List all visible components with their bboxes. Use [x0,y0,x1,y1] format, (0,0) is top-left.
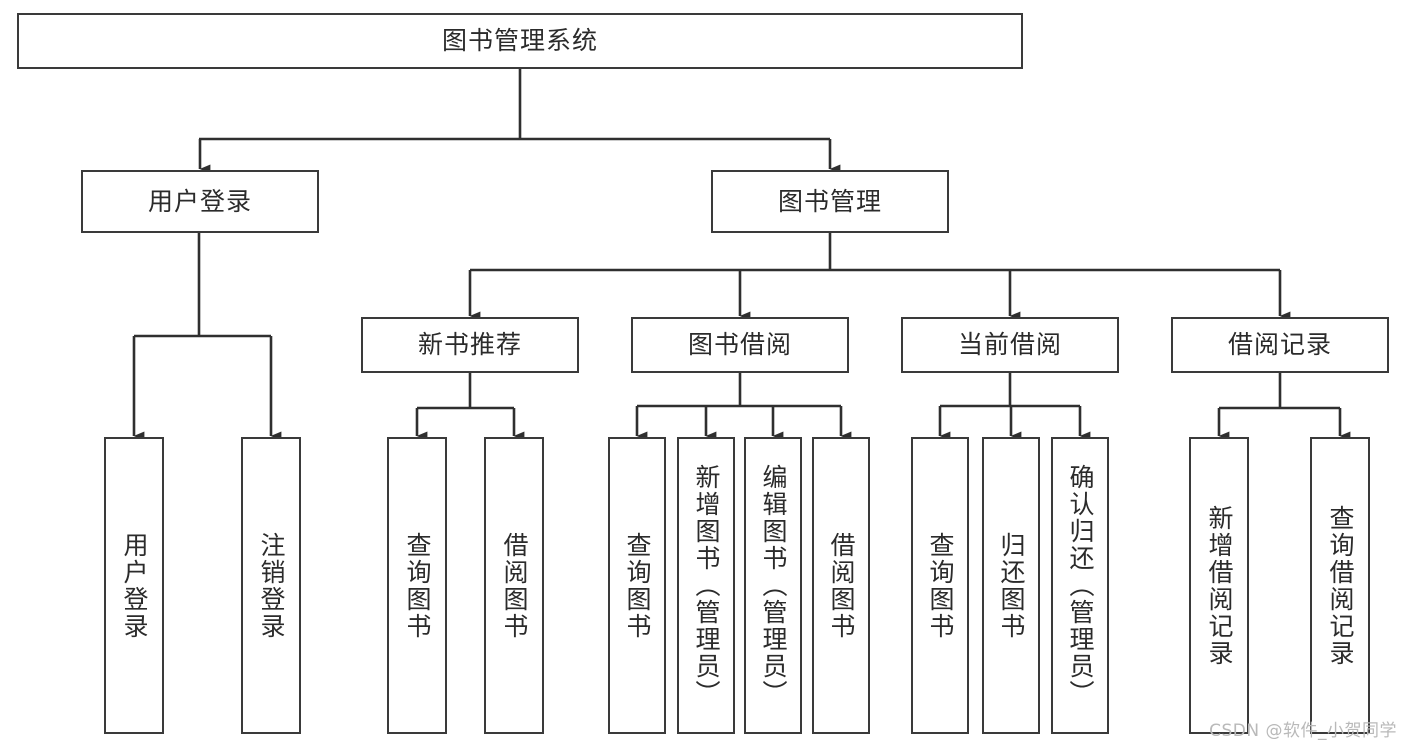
leaf-confirm-return-admin-label: 确认归还（管理员） [1066,464,1095,707]
node-current-borrow-label: 当前借阅 [957,330,1062,360]
leaf-edit-book-admin-label: 编辑图书（管理员） [759,464,788,707]
node-user-login[interactable]: 用户登录 [81,170,319,233]
leaf-user-login[interactable]: 用户登录 [104,437,164,734]
node-borrow-records-label: 借阅记录 [1227,330,1332,360]
leaf-borrow-books-recommend-label: 借阅图书 [500,531,529,640]
leaf-query-books-recommend-label: 查询图书 [403,531,432,640]
leaf-query-books-current[interactable]: 查询图书 [911,437,969,734]
node-book-borrow-label: 图书借阅 [687,330,792,360]
leaf-query-books-borrow[interactable]: 查询图书 [608,437,666,734]
leaf-query-books-borrow-label: 查询图书 [623,531,652,640]
leaf-logout-label: 注销登录 [257,531,286,640]
leaf-query-borrow-record-label: 查询借阅记录 [1326,504,1355,667]
leaf-borrow-book[interactable]: 借阅图书 [812,437,870,734]
leaf-query-borrow-record[interactable]: 查询借阅记录 [1310,437,1370,734]
leaf-add-book-admin-label: 新增图书（管理员） [692,464,721,707]
leaf-add-borrow-record-label: 新增借阅记录 [1205,504,1234,667]
leaf-add-book-admin[interactable]: 新增图书（管理员） [677,437,735,734]
node-root[interactable]: 图书管理系统 [17,13,1023,69]
node-borrow-records[interactable]: 借阅记录 [1171,317,1389,373]
leaf-confirm-return-admin[interactable]: 确认归还（管理员） [1051,437,1109,734]
leaf-return-book-label: 归还图书 [997,531,1026,640]
node-current-borrow[interactable]: 当前借阅 [901,317,1119,373]
leaf-logout[interactable]: 注销登录 [241,437,301,734]
node-new-book-recommend[interactable]: 新书推荐 [361,317,579,373]
node-new-book-recommend-label: 新书推荐 [417,330,522,360]
leaf-return-book[interactable]: 归还图书 [982,437,1040,734]
watermark: CSDN @软件_小贺同学 [1209,721,1397,741]
leaf-borrow-books-recommend[interactable]: 借阅图书 [484,437,544,734]
leaf-add-borrow-record[interactable]: 新增借阅记录 [1189,437,1249,734]
node-root-label: 图书管理系统 [441,26,598,56]
leaf-edit-book-admin[interactable]: 编辑图书（管理员） [744,437,802,734]
node-book-management[interactable]: 图书管理 [711,170,949,233]
leaf-borrow-book-label: 借阅图书 [827,531,856,640]
node-book-management-label: 图书管理 [777,186,882,216]
leaf-query-books-recommend[interactable]: 查询图书 [387,437,447,734]
leaf-user-login-label: 用户登录 [120,531,149,640]
leaf-query-books-current-label: 查询图书 [926,531,955,640]
node-book-borrow[interactable]: 图书借阅 [631,317,849,373]
node-user-login-label: 用户登录 [147,186,252,216]
